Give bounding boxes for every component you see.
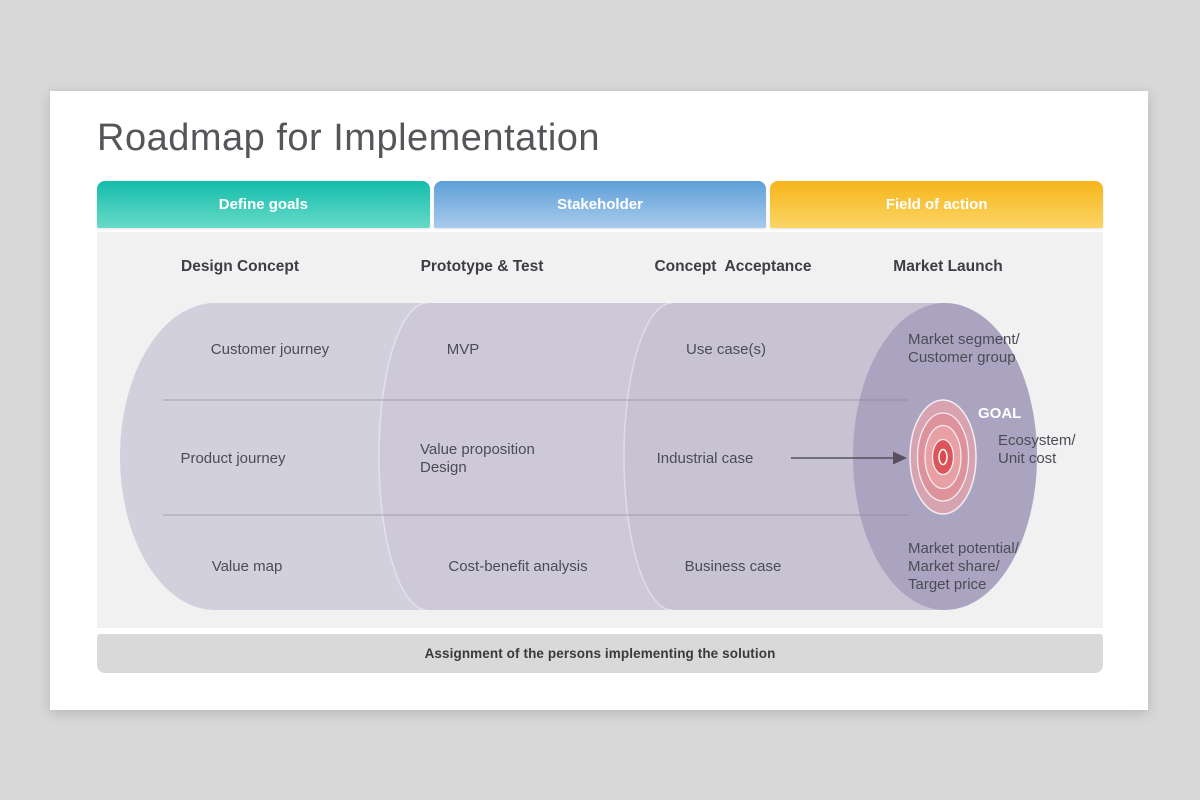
cell-market-potential-line2: Market share/ [908,558,1000,575]
cylinder-segment-concept-acceptance [624,303,945,610]
column-header-design-concept: Design Concept [181,258,299,275]
banner-define-goals-label: Define goals [218,196,308,213]
banner-stakeholder-label: Stakeholder [557,196,643,213]
roadmap-diagram-area: GOAL Design Concept Prototype & Test Con… [97,232,1103,628]
cell-value-proposition-line1: Value proposition [420,441,535,458]
cell-ecosystem-line2: Unit cost [998,450,1057,467]
segment-boundary-arc-2 [623,302,673,611]
cell-value-proposition: Value proposition Design [420,441,535,477]
banner-define-goals: Define goals [97,181,430,228]
column-header-prototype-test: Prototype & Test [420,258,544,275]
cell-use-cases: Use case(s) [685,341,767,358]
cell-market-segment: Market segment/ Customer group [908,331,1020,367]
cell-industrial-case: Industrial case [656,450,754,467]
footer-assignment-label: Assignment of the persons implementing t… [424,646,776,661]
cell-customer-journey: Customer journey [210,341,330,358]
cell-value-map: Value map [211,558,283,575]
target-bullseye-center [938,448,948,466]
banner-field-of-action: Field of action [770,181,1104,228]
cell-market-potential-line1: Market potential/ [908,540,1019,557]
slide-card: Roadmap for Implementation Define goals … [50,91,1148,710]
segment-boundary-arc-1 [378,302,428,611]
cell-cost-benefit: Cost-benefit analysis [448,558,588,575]
cell-value-proposition-line2: Design [420,459,467,476]
column-header-market-launch: Market Launch [893,258,1003,275]
banner-field-of-action-label: Field of action [885,196,988,213]
cell-mvp: MVP [446,341,480,358]
cell-product-journey: Product journey [180,450,286,467]
page-title: Roadmap for Implementation [97,117,601,159]
column-header-concept-acceptance: Concept Acceptance [654,258,812,275]
cell-market-segment-line1: Market segment/ [908,331,1020,348]
banner-stakeholder: Stakeholder [433,181,767,228]
goal-arrow-head-icon [893,451,907,465]
footer-assignment-bar: Assignment of the persons implementing t… [97,634,1103,673]
phase-banner-row: Define goals Stakeholder Field of action [97,181,1104,228]
cell-ecosystem-line1: Ecosystem/ [998,432,1076,449]
goal-label: GOAL [978,405,1021,422]
cell-market-potential: Market potential/ Market share/ Target p… [908,540,1019,594]
cell-market-segment-line2: Customer group [908,349,1016,366]
cell-ecosystem-unit-cost: Ecosystem/ Unit cost [998,432,1076,468]
cell-business-case: Business case [684,558,782,575]
cell-market-potential-line3: Target price [908,576,987,593]
cylinder-diagram: GOAL [120,302,1037,611]
